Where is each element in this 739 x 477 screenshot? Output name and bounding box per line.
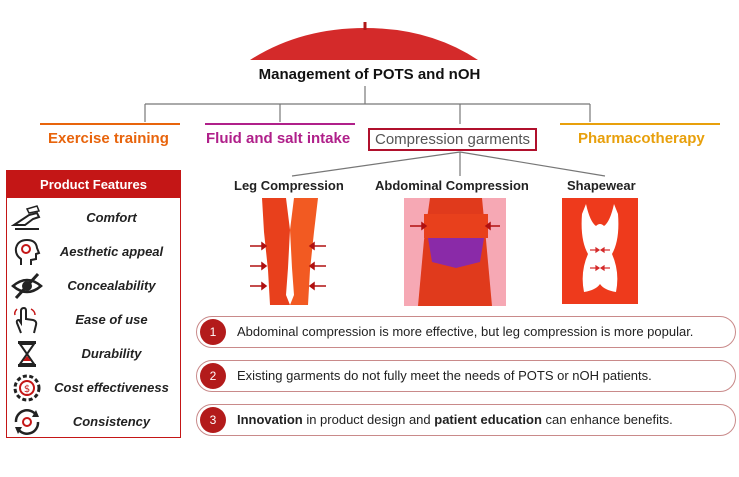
feature-durability: Durability [7,337,180,371]
eye-slash-icon [11,272,43,300]
svg-text:$: $ [24,384,30,395]
hourglass-icon [18,341,36,367]
finding-number: 1 [200,319,226,345]
branch-pharmacotherapy: Pharmacotherapy [578,130,705,147]
feature-comfort: Comfort [7,201,180,235]
finding-text: Abdominal compression is more effective,… [237,324,694,339]
sub-shapewear: Shapewear [567,178,636,193]
feature-label: Comfort [86,210,137,225]
head-gear-icon [14,238,41,265]
finding-text-end: can enhance benefits. [541,412,673,427]
finding-text: Innovation in product design and patient… [237,405,673,434]
branch-exercise-training: Exercise training [48,130,169,147]
feature-aesthetic-appeal: Aesthetic appeal [7,235,180,269]
umbrella-icon [250,28,478,60]
finding-3: 3 Innovation in product design and patie… [196,404,736,436]
feature-consistency: Consistency [7,405,180,439]
finding-bold-patient-education: patient education [434,412,542,427]
finding-number: 2 [200,363,226,389]
finding-2: 2 Existing garments do not fully meet th… [196,360,736,392]
feature-label: Aesthetic appeal [59,244,164,259]
hand-touch-icon [14,306,38,334]
feature-label: Consistency [72,414,151,429]
feature-label: Durability [81,346,142,361]
branch-fluid-salt-intake: Fluid and salt intake [206,130,351,147]
product-features-header: Product Features [7,171,180,198]
feature-label: Ease of use [75,312,148,327]
coin-gear-icon: $ [13,374,41,402]
abdominal-compression-illustration [404,198,506,306]
branch-compression-garments: Compression garments [368,128,538,151]
diagram-title: Management of POTS and nOH [258,66,481,83]
feature-concealability: Concealability [7,269,180,303]
finding-1: 1 Abdominal compression is more effectiv… [196,316,736,348]
feature-ease-of-use: Ease of use [7,303,180,337]
cycle-gear-icon [14,409,40,435]
shapewear-illustration [562,198,638,304]
sub-leg-compression: Leg Compression [234,178,344,193]
finding-text-mid: in product design and [302,412,435,427]
sub-abdominal-compression: Abdominal Compression [375,178,529,193]
finding-number: 3 [200,407,226,433]
feature-cost-effectiveness: $ Cost effectiveness [7,371,180,405]
leg-compression-illustration [250,198,326,305]
finding-bold-innovation: Innovation [237,412,303,427]
product-features-panel: Product Features Comfort Aesthetic appea… [6,170,181,438]
finding-text: Existing garments do not fully meet the … [237,368,652,383]
feature-label: Cost effectiveness [54,380,169,395]
hand-fabric-icon [11,205,41,230]
feature-label: Concealability [67,278,156,293]
